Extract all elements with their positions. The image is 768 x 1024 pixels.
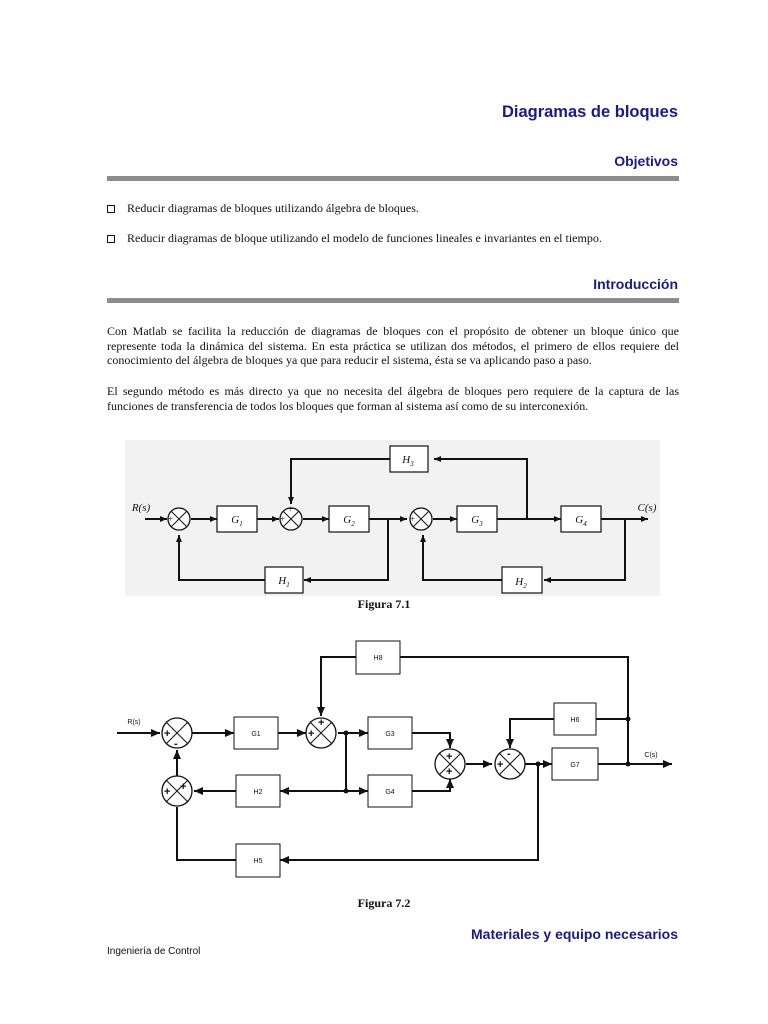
block-h1 xyxy=(264,566,304,594)
svg-text:+: + xyxy=(318,717,324,729)
block-label-h8: H8 xyxy=(374,655,383,662)
output-label: C(s) xyxy=(644,752,657,759)
svg-text:+: + xyxy=(308,728,314,740)
block-h3 xyxy=(389,445,429,473)
block-label-g4: G4 xyxy=(575,514,587,528)
block-g7 xyxy=(551,747,599,781)
figure-caption-1: Figura 7.1 xyxy=(357,597,411,611)
list-item: Reducir diagramas de bloques utilizando … xyxy=(107,201,419,216)
section-heading-objetivos: Objetivos xyxy=(614,153,678,169)
block-g4 xyxy=(560,505,602,533)
svg-text:+: + xyxy=(164,786,170,798)
page-footer: Ingeniería de Control xyxy=(107,946,201,957)
block-label-h1: H1 xyxy=(277,575,289,589)
svg-text:+: + xyxy=(410,514,415,524)
svg-text:+: + xyxy=(164,728,170,740)
section-rule xyxy=(107,298,679,303)
svg-text:−: − xyxy=(420,525,425,535)
output-label: C(s) xyxy=(638,502,657,514)
block-h6 xyxy=(553,702,597,736)
svg-text:+: + xyxy=(446,766,452,778)
intro-paragraph-1: Con Matlab se facilita la reducción de d… xyxy=(107,324,679,367)
svg-text:−: − xyxy=(178,525,183,535)
block-h8 xyxy=(355,640,401,675)
block-diagram-figure-2: +- ++ ++ ++ +- G1 G3 G4 G7 H2 H5 H6 H8 R… xyxy=(117,640,672,878)
svg-text:+: + xyxy=(497,759,503,771)
block-label-g1: G1 xyxy=(251,731,260,738)
block-diagram-figure-1: +− ++ +− G1 G2 G3 G4 H1 H2 H3 R(s) C(s) xyxy=(125,440,660,596)
checkbox-bullet-icon xyxy=(107,204,115,213)
svg-text:+: + xyxy=(180,781,186,793)
intro-paragraph-2: El segundo método es más directo ya que … xyxy=(107,384,679,413)
block-label-g7: G7 xyxy=(570,762,579,769)
svg-text:+: + xyxy=(288,504,293,514)
block-label-h5: H5 xyxy=(254,858,263,865)
objective-text: Reducir diagramas de bloques utilizando … xyxy=(127,201,419,215)
block-g4 xyxy=(367,774,413,808)
block-label-h3: H3 xyxy=(401,454,414,468)
page-title: Diagramas de bloques xyxy=(501,103,678,121)
input-label: R(s) xyxy=(127,719,140,726)
block-g2 xyxy=(328,505,370,533)
block-label-h2: H2 xyxy=(514,576,527,590)
block-g1 xyxy=(233,716,279,750)
block-label-h2: H2 xyxy=(254,789,263,796)
svg-text:+: + xyxy=(280,514,285,524)
block-label-g3: G3 xyxy=(471,514,483,528)
svg-text:-: - xyxy=(507,748,511,760)
block-g3 xyxy=(456,505,498,533)
objective-text: Reducir diagramas de bloque utilizando e… xyxy=(127,231,602,245)
block-h2 xyxy=(501,566,543,594)
input-label: R(s) xyxy=(131,502,151,514)
svg-text:+: + xyxy=(168,514,173,524)
block-g1 xyxy=(216,505,258,533)
block-label-g1: G1 xyxy=(231,514,242,528)
block-h5 xyxy=(235,843,281,878)
block-label-g3: G3 xyxy=(385,731,394,738)
block-label-h6: H6 xyxy=(571,717,580,724)
checkbox-bullet-icon xyxy=(107,234,115,243)
block-label-g4: G4 xyxy=(385,789,394,796)
block-h2 xyxy=(235,774,281,808)
block-g3 xyxy=(367,716,413,750)
svg-text:-: - xyxy=(174,738,178,750)
section-rule xyxy=(107,176,679,181)
section-heading-introduccion: Introducción xyxy=(593,276,678,292)
section-heading-materiales: Materiales y equipo necesarios xyxy=(471,926,678,942)
svg-text:+: + xyxy=(446,751,452,763)
figure-caption-2: Figura 7.2 xyxy=(357,896,411,910)
list-item: Reducir diagramas de bloque utilizando e… xyxy=(107,231,602,246)
block-label-g2: G2 xyxy=(343,514,355,528)
